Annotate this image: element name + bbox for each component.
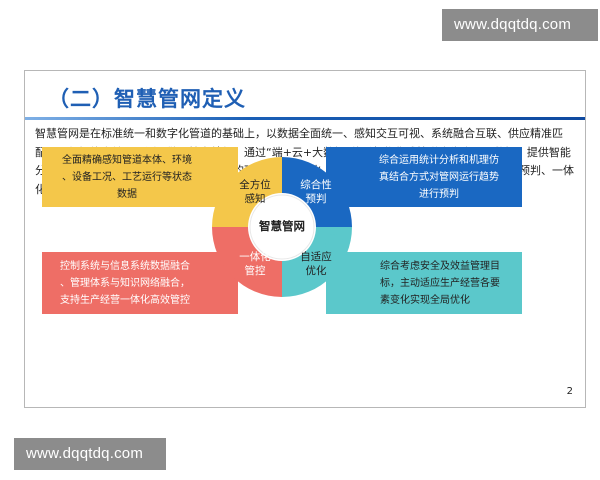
puzzle-knob-right	[325, 234, 343, 252]
label-comprehensive-sensing: 全方位 感知	[239, 179, 271, 205]
box-bl-line-1: 控制系统与信息系统数据融合	[60, 260, 190, 272]
slide-title: （二）智慧管网定义	[48, 87, 246, 111]
box-tl-line-3: 数据	[117, 188, 137, 200]
watermark-bottom: www.dqqtdq.com	[14, 438, 166, 470]
box-comprehensive-prediction: 综合运用统计分析和机理仿 真结合方式对管网运行趋势 进行预判	[326, 147, 522, 207]
title-underline	[25, 117, 585, 120]
box-tl-line-2: 、设备工况、工艺运行等状态	[62, 171, 192, 183]
box-br-line-2: 标，主动适应生产经营各要	[380, 277, 500, 289]
label-comprehensive-prediction: 综合性 预判	[300, 179, 332, 205]
box-tl-line-1: 全面精确感知管道本体、环境	[62, 154, 192, 166]
label-adaptive-optimization: 自适应 优化	[300, 251, 332, 277]
puzzle-knob-top	[289, 166, 307, 184]
box-integrated-control: 控制系统与信息系统数据融合 、管理体系与知识网络融合， 支持生产经营一体化高效管…	[42, 252, 238, 314]
puzzle-center	[249, 194, 315, 260]
box-comprehensive-sensing: 全面精确感知管道本体、环境 、设备工况、工艺运行等状态 数据	[42, 147, 238, 207]
puzzle-knob-bottom	[257, 270, 275, 288]
watermark-top: www.dqqtdq.com	[442, 9, 598, 41]
center-label: 智慧管网	[259, 219, 305, 233]
box-tr-line-3: 进行预判	[419, 188, 459, 200]
label-integrated-control: 一体化 管控	[239, 251, 271, 277]
box-bl-line-3: 支持生产经营一体化高效管控	[60, 294, 190, 306]
box-bl-line-2: 、管理体系与知识网络融合，	[60, 277, 190, 289]
box-br-line-3: 素变化实现全局优化	[380, 294, 470, 306]
box-tr-line-1: 综合运用统计分析和机理仿	[379, 154, 499, 166]
box-br-line-1: 综合考虑安全及效益管理目	[380, 260, 500, 272]
page-number: 2	[566, 386, 573, 397]
box-adaptive-optimization: 综合考虑安全及效益管理目 标，主动适应生产经营各要 素变化实现全局优化	[326, 252, 522, 314]
puzzle-knob-left	[221, 202, 239, 220]
puzzle-ring-diagram	[212, 157, 352, 297]
box-tr-line-2: 真结合方式对管网运行趋势	[379, 171, 499, 183]
